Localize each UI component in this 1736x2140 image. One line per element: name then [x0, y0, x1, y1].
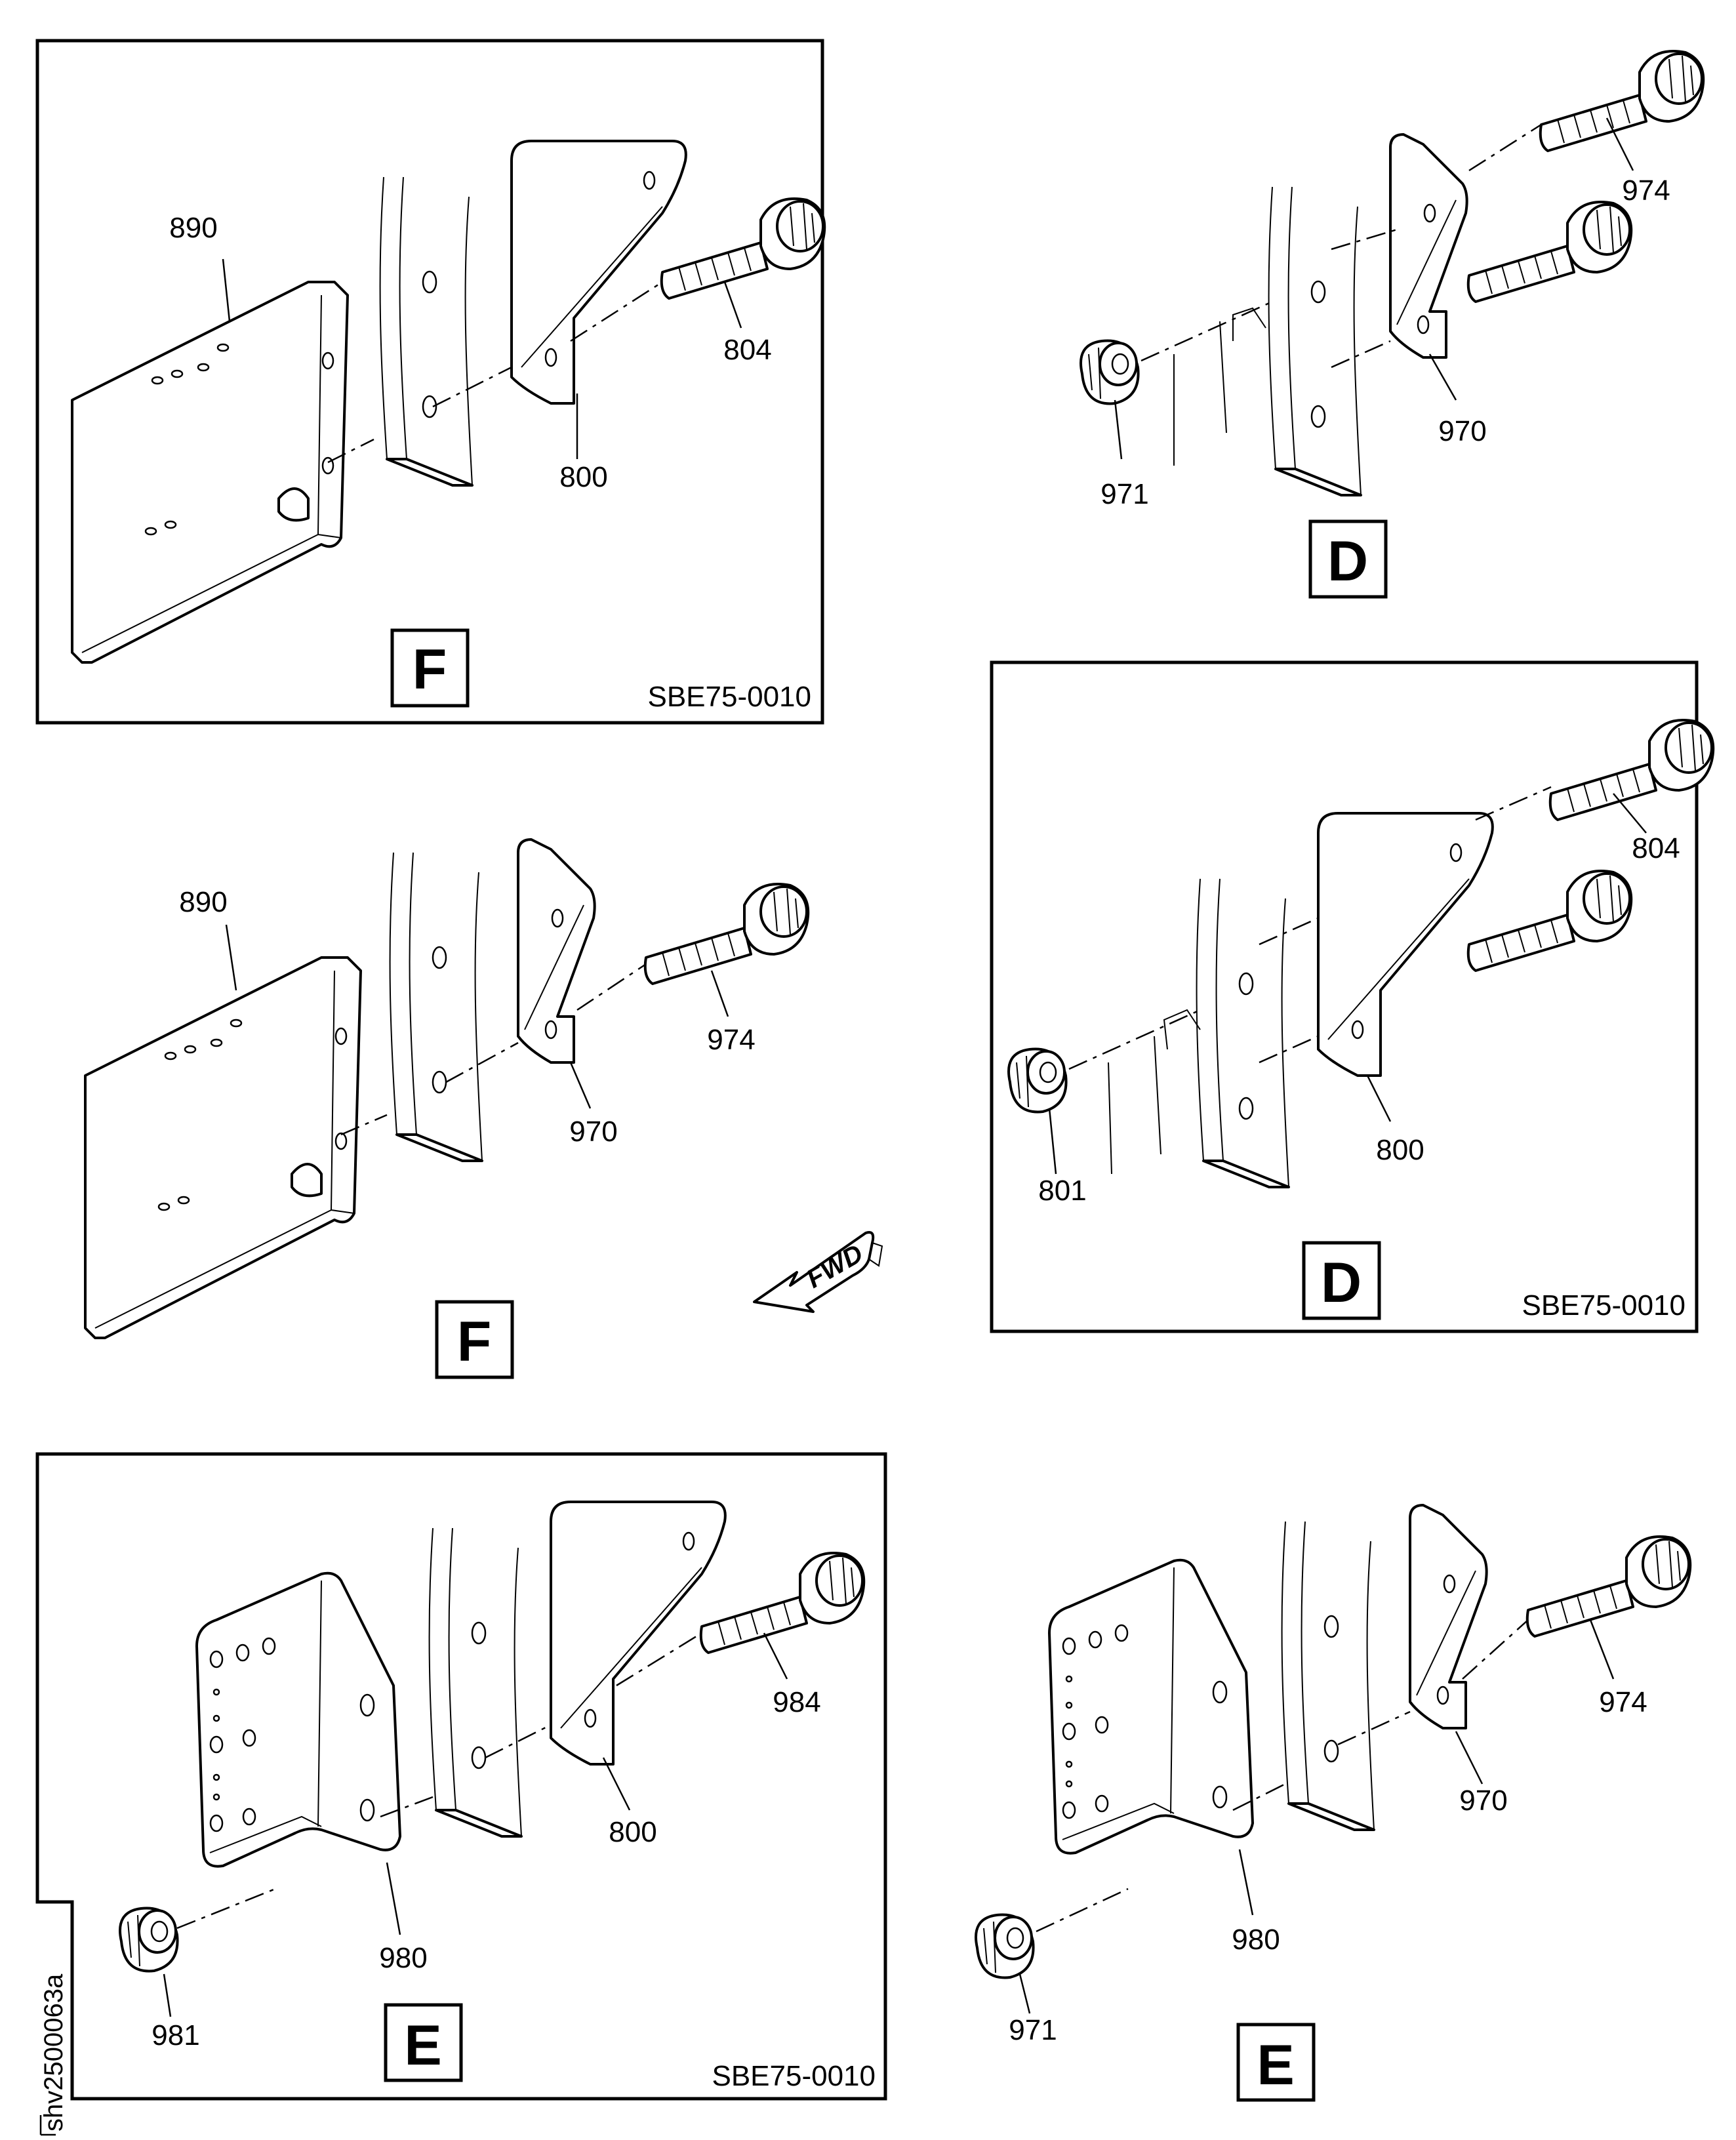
- bracket-970: [1389, 133, 1468, 359]
- bracket-970: [1409, 1504, 1488, 1729]
- view-label-box: [384, 2003, 463, 2082]
- view-label-f: F: [413, 638, 447, 701]
- bolt-974: [1525, 1535, 1692, 1638]
- reference-code: SBE75-0010: [712, 2060, 876, 2092]
- callout-970: 970: [569, 1116, 617, 1148]
- bolt-974-lower: [1466, 201, 1633, 303]
- callout-800: 800: [1376, 1134, 1424, 1166]
- nut-981: [119, 1907, 179, 1973]
- view-label-e: E: [404, 2014, 441, 2077]
- view-frame: [35, 1452, 887, 2101]
- bolt-804: [1548, 719, 1715, 821]
- bracket-800: [510, 140, 687, 405]
- view-label-box: [435, 1300, 514, 1379]
- callout-981: 981: [151, 2019, 199, 2051]
- bolt-974: [643, 883, 810, 985]
- callout-971: 971: [1009, 2014, 1057, 2046]
- bolt-804: [660, 197, 826, 300]
- nut-801: [1007, 1047, 1068, 1114]
- callout-971: 971: [1100, 478, 1148, 510]
- bracket-800: [550, 1501, 727, 1766]
- bolt-804-lower: [1466, 870, 1633, 972]
- callout-980: 980: [379, 1942, 427, 1974]
- callout-804: 804: [1632, 832, 1680, 864]
- view-d-mid: 804 800 801 D SBE75-0010: [990, 660, 1715, 1333]
- callout-801: 801: [1038, 1175, 1086, 1207]
- view-label-d: D: [1327, 530, 1368, 593]
- view-f-mid: 890 970 974 F: [84, 838, 810, 1379]
- rail: [1267, 186, 1362, 496]
- callout-970: 970: [1459, 1785, 1507, 1817]
- bracket-800: [1317, 812, 1494, 1077]
- view-label-box: [1236, 2023, 1316, 2102]
- callout-974: 974: [707, 1024, 755, 1056]
- callout-970: 970: [1438, 415, 1486, 447]
- view-label-e: E: [1257, 2034, 1294, 2097]
- view-label-box: [1302, 1241, 1381, 1320]
- nut-971: [1080, 339, 1140, 405]
- reference-code: SBE75-0010: [1522, 1289, 1686, 1322]
- bracket-970: [517, 838, 596, 1064]
- rail: [1280, 1520, 1375, 1831]
- plate-980: [1048, 1558, 1254, 1855]
- view-frame: [35, 39, 824, 725]
- callout-804: 804: [723, 334, 771, 366]
- callout-980: 980: [1232, 1924, 1280, 1956]
- callout-974: 974: [1622, 174, 1670, 207]
- callout-984: 984: [773, 1686, 820, 1718]
- fwd-arrow: FWD: [753, 1231, 883, 1313]
- view-e-right: 974 970 980 971 E: [975, 1504, 1692, 2102]
- figure-id: shv2500063a: [39, 1973, 68, 2131]
- view-frame: [990, 660, 1699, 1333]
- panel-890: [71, 281, 349, 664]
- view-d-top: 974 970 971 D: [1080, 50, 1705, 599]
- rail: [428, 1527, 523, 1838]
- view-label-box: [1308, 519, 1388, 599]
- nut-971: [975, 1913, 1035, 1979]
- view-e-bot: 984 800 980 981 E SBE75-0010: [35, 1452, 887, 2101]
- callout-890: 890: [179, 886, 227, 918]
- rail: [388, 851, 483, 1162]
- callout-974: 974: [1599, 1686, 1647, 1718]
- plate-980: [195, 1571, 401, 1868]
- view-label-d: D: [1321, 1251, 1362, 1314]
- callout-800: 800: [559, 461, 607, 493]
- callout-890: 890: [169, 212, 217, 244]
- view-label-box: [390, 628, 470, 708]
- bolt-984: [699, 1552, 866, 1654]
- rail: [1195, 878, 1290, 1188]
- view-label-f: F: [457, 1310, 492, 1373]
- reference-code: SBE75-0010: [647, 681, 811, 713]
- rail: [378, 176, 474, 487]
- view-f-top: 890 800 804 F SBE75-0010: [35, 39, 826, 725]
- panel-890: [84, 956, 362, 1339]
- bolt-974: [1539, 50, 1705, 152]
- callout-800: 800: [609, 1816, 656, 1848]
